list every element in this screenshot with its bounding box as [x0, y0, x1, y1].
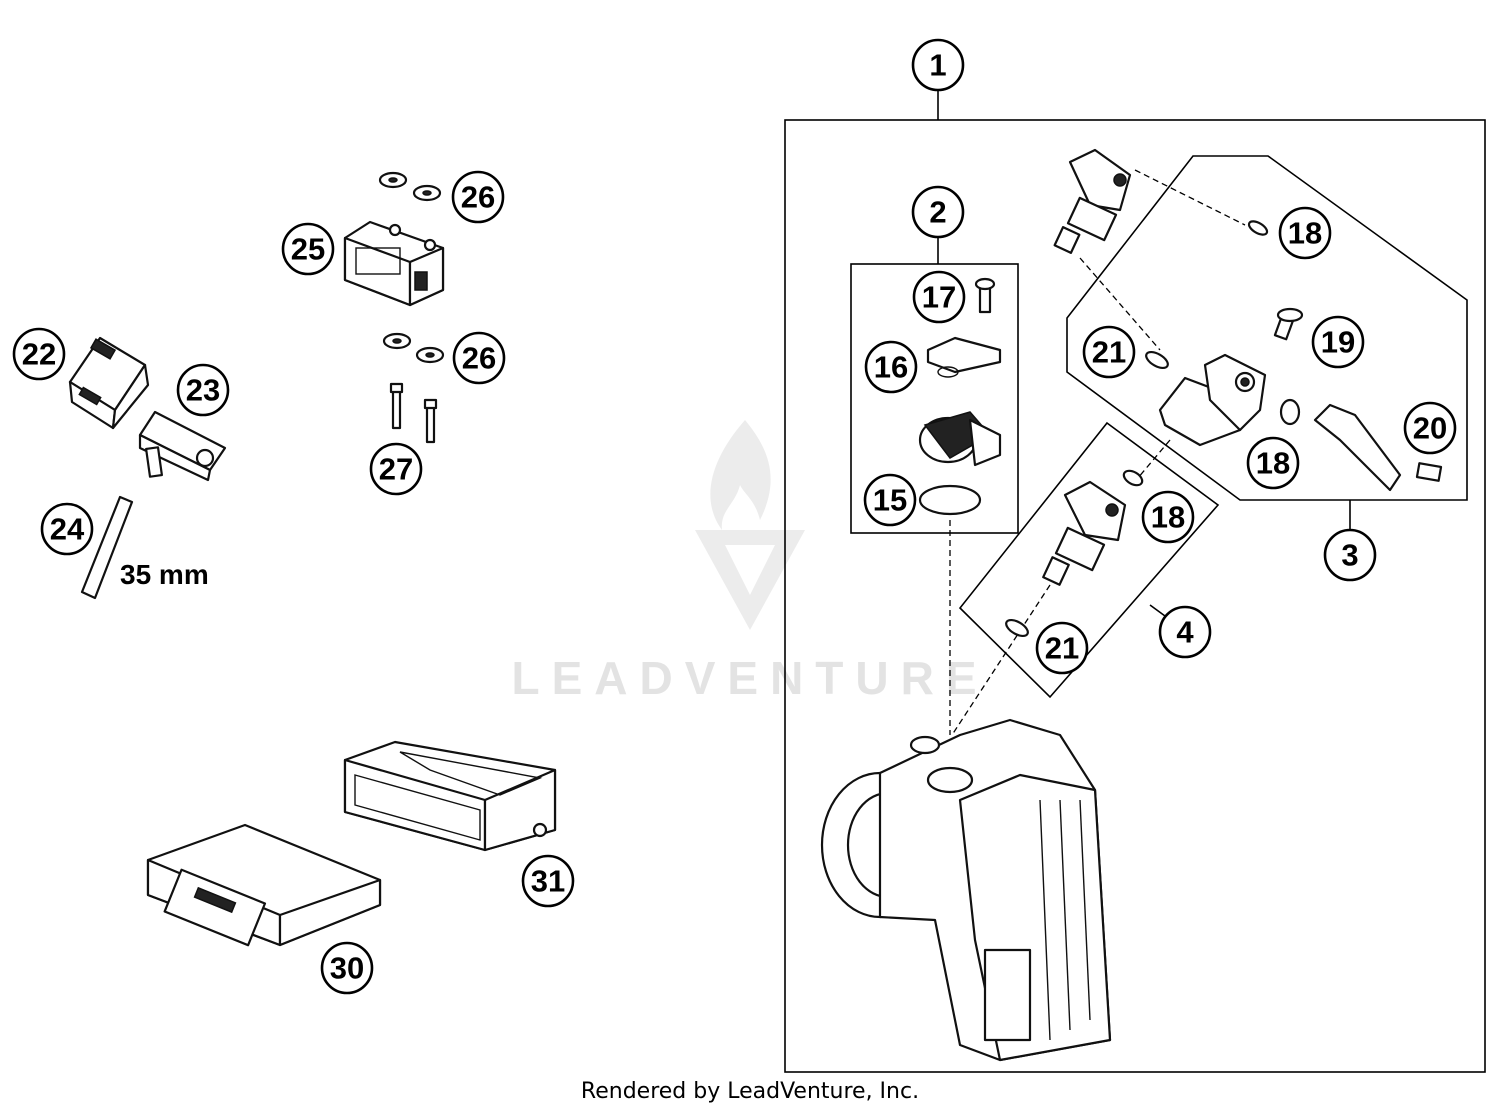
part-24-hose [80, 495, 134, 600]
part-16-bracket [926, 336, 1002, 378]
assembly-2-box [850, 263, 1019, 534]
callout-22: 22 [12, 327, 66, 381]
watermark: LEADVENTURE [511, 420, 988, 704]
svg-text:18: 18 [1151, 500, 1185, 535]
callout-24: 24 [40, 502, 94, 556]
callout-30: 30 [320, 941, 374, 995]
svg-text:31: 31 [531, 864, 565, 899]
svg-text:26: 26 [461, 180, 495, 215]
throttle-position-sensor [918, 411, 1002, 467]
callout-16: 16 [864, 340, 918, 394]
callout-25: 25 [281, 222, 335, 276]
callout-26-top: 26 [451, 170, 505, 224]
callout-23: 23 [176, 363, 230, 417]
watermark-v-icon [695, 530, 805, 630]
part-20-regulator [1313, 403, 1443, 492]
callout-2: 2 [911, 185, 965, 239]
svg-text:25: 25 [291, 232, 325, 267]
svg-text:21: 21 [1045, 631, 1079, 666]
svg-text:18: 18 [1256, 446, 1290, 481]
dashed-line-injector-top [1134, 169, 1246, 226]
svg-text:3: 3 [1341, 538, 1358, 573]
callout-3: 3 [1323, 528, 1377, 582]
part-23-sensor [138, 410, 227, 482]
part-22-connector [68, 336, 150, 430]
callout-21-lower: 21 [1035, 621, 1089, 675]
part-27-screws [389, 382, 438, 444]
svg-text:2: 2 [929, 195, 946, 230]
part-19-screw [1273, 307, 1304, 341]
part-18-seal-middle [1279, 398, 1301, 426]
svg-text:4: 4 [1176, 615, 1194, 650]
svg-text:30: 30 [330, 951, 364, 986]
footer-credit: Rendered by LeadVenture, Inc. [581, 1079, 919, 1104]
svg-text:20: 20 [1413, 411, 1447, 446]
watermark-flame-icon [710, 420, 771, 530]
part-17-screw [974, 277, 996, 314]
callout-21-top: 21 [1082, 325, 1136, 379]
part-15-o-ring [918, 484, 982, 516]
throttle-body [820, 718, 1112, 1062]
part-21-seal-top [1145, 350, 1169, 370]
callout-15: 15 [863, 473, 917, 527]
svg-text:21: 21 [1092, 335, 1126, 370]
part-30-ecu [146, 823, 382, 947]
part-26-washers-bottom [382, 332, 445, 364]
callout-4: 4 [1158, 605, 1212, 659]
svg-text:24: 24 [50, 512, 85, 547]
assembly-4-box [958, 421, 1220, 699]
watermark-text: LEADVENTURE [511, 652, 988, 704]
svg-text:19: 19 [1321, 325, 1355, 360]
svg-text:16: 16 [874, 350, 908, 385]
callout-18-top: 18 [1278, 206, 1332, 260]
callout-26-bottom: 26 [452, 331, 506, 385]
svg-text:27: 27 [379, 452, 413, 487]
hose-length-label: 35 mm [120, 559, 209, 590]
svg-text:17: 17 [922, 280, 956, 315]
fuel-rail [1158, 353, 1267, 447]
callout-20: 20 [1403, 401, 1457, 455]
svg-text:1: 1 [929, 48, 946, 83]
svg-text:26: 26 [462, 341, 496, 376]
svg-text:15: 15 [873, 483, 907, 518]
part-31-ecu-holder [343, 740, 557, 852]
callout-17: 17 [912, 270, 966, 324]
assembly-3-box [1066, 155, 1468, 501]
callout-31: 31 [521, 854, 575, 908]
part-25-sensor [343, 220, 445, 307]
callout-27: 27 [369, 442, 423, 496]
svg-text:23: 23 [186, 373, 220, 408]
assembly-1-box [784, 119, 1486, 1073]
dashed-line-rail [1079, 257, 1161, 351]
callout-19: 19 [1311, 315, 1365, 369]
injector-lower [1042, 480, 1127, 586]
svg-text:22: 22 [22, 337, 56, 372]
callout-18-lower: 18 [1141, 490, 1195, 544]
callout-18-middle: 18 [1246, 436, 1300, 490]
callout-1: 1 [911, 38, 965, 92]
svg-text:18: 18 [1288, 216, 1322, 251]
injector-top [1053, 148, 1132, 254]
part-21-seal-lower [1005, 618, 1029, 638]
callouts: 1 2 3 4 15 16 17 18 18 18 19 20 21 21 22… [12, 38, 1457, 995]
part-26-washers-top [378, 171, 442, 202]
part-18-seal-lower [1122, 469, 1144, 487]
leader-4 [1149, 604, 1166, 617]
part-18-seal-top [1247, 220, 1269, 236]
